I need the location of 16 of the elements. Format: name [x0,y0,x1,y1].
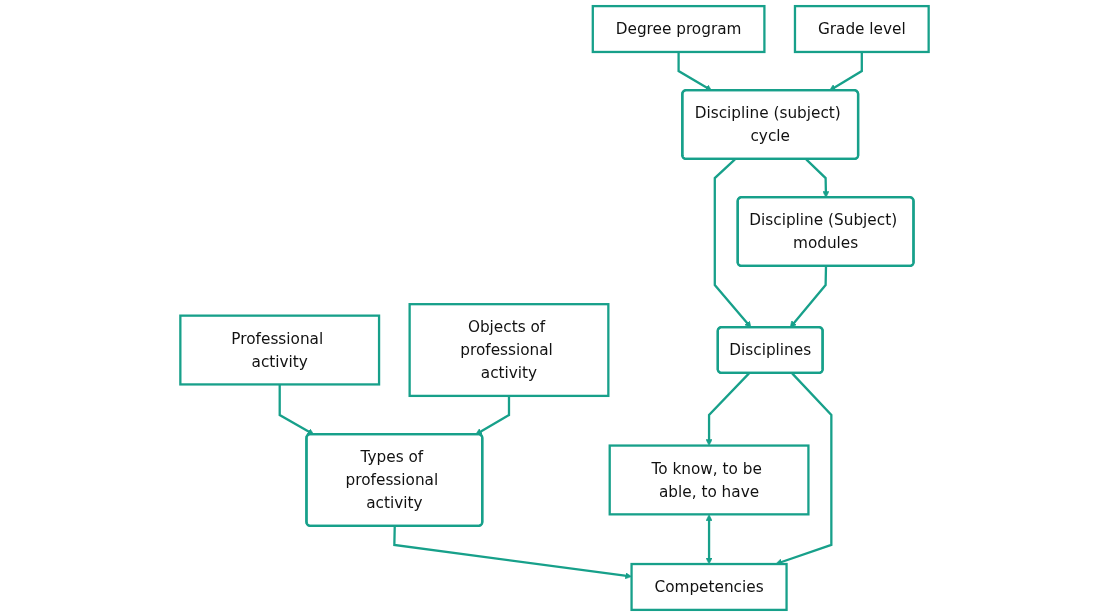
node-box: Degree program [591,4,766,54]
arrow [789,266,828,328]
node-box: Competencies [630,562,788,612]
node-box: Objects of professional activity [408,303,610,398]
arrow [278,384,315,435]
node-box: Grade level [793,4,930,54]
node-box: To know, to be able, to have [608,444,810,516]
arrow [713,158,752,328]
arrow [393,526,632,580]
arrow [829,51,863,91]
node-box: Professional activity [179,314,381,386]
arrow [805,158,830,198]
arrow [475,395,511,435]
arrow [705,372,750,446]
arrow [677,51,712,91]
arrow [705,514,713,565]
